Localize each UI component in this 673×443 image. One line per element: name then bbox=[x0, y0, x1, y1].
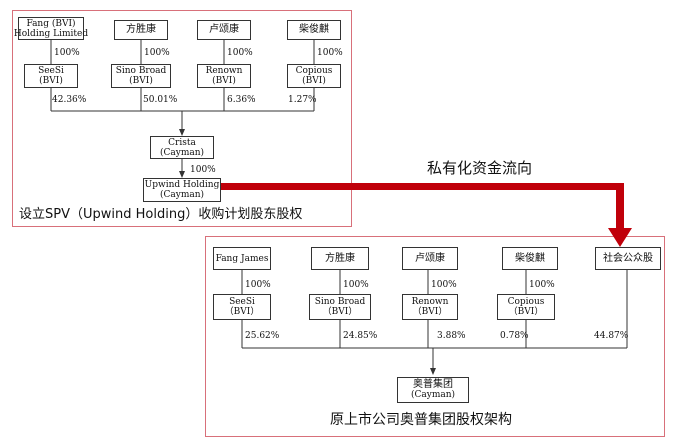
vehicle-name: SeeSi bbox=[38, 66, 64, 76]
owner-fang-james: Fang James bbox=[213, 247, 271, 270]
stake-pct: 1.27% bbox=[288, 95, 317, 105]
owner-fang-shengkang: 方胜康 bbox=[114, 20, 168, 40]
vehicle-name: Renown bbox=[205, 66, 243, 76]
ownership-pct: 100% bbox=[529, 280, 555, 290]
vehicle-name: Sino Broad bbox=[115, 66, 167, 76]
entity-jurisdiction: (Cayman) bbox=[410, 390, 456, 400]
owner-name: Fang James bbox=[215, 253, 269, 264]
owner-chai-junqi: 柴俊麒 bbox=[502, 247, 558, 270]
stake-pct: 50.01% bbox=[143, 95, 178, 105]
vehicle-jurisdiction: （BVI） bbox=[412, 307, 448, 317]
owner-fang-shengkang: 方胜康 bbox=[311, 247, 369, 270]
vehicle-jurisdiction: (BVI) bbox=[212, 76, 236, 86]
entity-jurisdiction: (Cayman) bbox=[159, 190, 205, 200]
entity-name: 奥普集团 bbox=[413, 379, 453, 390]
upwind-holding-cayman: Upwind Holding (Cayman) bbox=[143, 178, 221, 202]
aupu-group-cayman: 奥普集团 (Cayman) bbox=[397, 377, 469, 403]
top-caption: 设立SPV（Upwind Holding）收购计划股东股权 bbox=[19, 207, 303, 222]
bottom-structure-frame bbox=[205, 236, 665, 437]
owner-name: 方胜康 bbox=[126, 24, 156, 35]
vehicle-seesi-bvi: SeeSi （BVI） bbox=[213, 294, 271, 320]
owner-name: Fang (BVI) bbox=[26, 18, 76, 29]
stake-pct: 6.36% bbox=[227, 95, 256, 105]
owner-name: 社会公众股 bbox=[603, 252, 653, 264]
ownership-pct: 100% bbox=[227, 48, 253, 58]
owner-chai-junqi: 柴俊麒 bbox=[287, 20, 341, 40]
entity-jurisdiction: (Cayman) bbox=[159, 147, 205, 158]
stake-pct: 42.36% bbox=[52, 95, 87, 105]
funding-flow-arrow bbox=[220, 183, 632, 247]
vehicle-name: Renown bbox=[411, 297, 449, 307]
vehicle-copious-bvi: Copious (BVI) bbox=[287, 64, 341, 88]
entity-name: Crista bbox=[168, 137, 196, 148]
crista-ownership-pct: 100% bbox=[190, 165, 216, 175]
ownership-pct: 100% bbox=[54, 48, 80, 58]
crista-cayman: Crista (Cayman) bbox=[150, 136, 214, 159]
public-stake-pct: 44.87% bbox=[594, 331, 629, 341]
flow-label: 私有化资金流向 bbox=[427, 159, 533, 177]
owner-name-line2: Holding Limited bbox=[13, 28, 89, 39]
vehicle-copious-bvi: Copious （BVI） bbox=[497, 294, 555, 320]
ownership-pct: 100% bbox=[431, 280, 457, 290]
vehicle-sino-broad-bvi: Sino Broad （BVI） bbox=[309, 294, 371, 320]
vehicle-name: Copious bbox=[507, 297, 545, 307]
top-structure-frame bbox=[12, 10, 352, 227]
stake-pct: 0.78% bbox=[500, 331, 529, 341]
bottom-caption: 原上市公司奥普集团股权架构 bbox=[330, 412, 512, 428]
stake-pct: 25.62% bbox=[245, 331, 280, 341]
ownership-pct: 100% bbox=[343, 280, 369, 290]
ownership-pct: 100% bbox=[245, 280, 271, 290]
vehicle-jurisdiction: （BVI） bbox=[224, 307, 260, 317]
entity-name: Upwind Holding bbox=[144, 180, 220, 190]
vehicle-jurisdiction: （BVI） bbox=[322, 307, 358, 317]
owner-name: 柴俊麒 bbox=[515, 252, 545, 264]
vehicle-jurisdiction: (BVI) bbox=[39, 76, 63, 86]
owner-name: 柴俊麒 bbox=[299, 24, 329, 35]
vehicle-jurisdiction: (BVI) bbox=[302, 76, 326, 86]
owner-name: 方胜康 bbox=[325, 252, 355, 264]
vehicle-name: Copious bbox=[295, 66, 333, 76]
vehicle-seesi-bvi: SeeSi (BVI) bbox=[24, 64, 78, 88]
owner-name: 卢颂康 bbox=[209, 24, 239, 35]
vehicle-sino-broad-bvi: Sino Broad (BVI) bbox=[111, 64, 171, 88]
vehicle-name: SeeSi bbox=[229, 297, 255, 307]
stake-pct: 3.88% bbox=[437, 331, 466, 341]
vehicle-renown-bvi: Renown （BVI） bbox=[402, 294, 458, 320]
ownership-pct: 100% bbox=[317, 48, 343, 58]
owner-fang-bvi-holding: Fang (BVI) Holding Limited bbox=[14, 17, 88, 40]
ownership-pct: 100% bbox=[144, 48, 170, 58]
owner-lu-songkang: 卢颂康 bbox=[402, 247, 458, 270]
vehicle-name: Sino Broad bbox=[314, 297, 366, 307]
vehicle-jurisdiction: （BVI） bbox=[508, 307, 544, 317]
vehicle-jurisdiction: (BVI) bbox=[129, 76, 153, 86]
stake-pct: 24.85% bbox=[343, 331, 378, 341]
vehicle-renown-bvi: Renown (BVI) bbox=[197, 64, 251, 88]
public-shareholders: 社会公众股 bbox=[595, 247, 661, 270]
owner-lu-songkang: 卢颂康 bbox=[197, 20, 251, 40]
owner-name: 卢颂康 bbox=[415, 252, 445, 264]
